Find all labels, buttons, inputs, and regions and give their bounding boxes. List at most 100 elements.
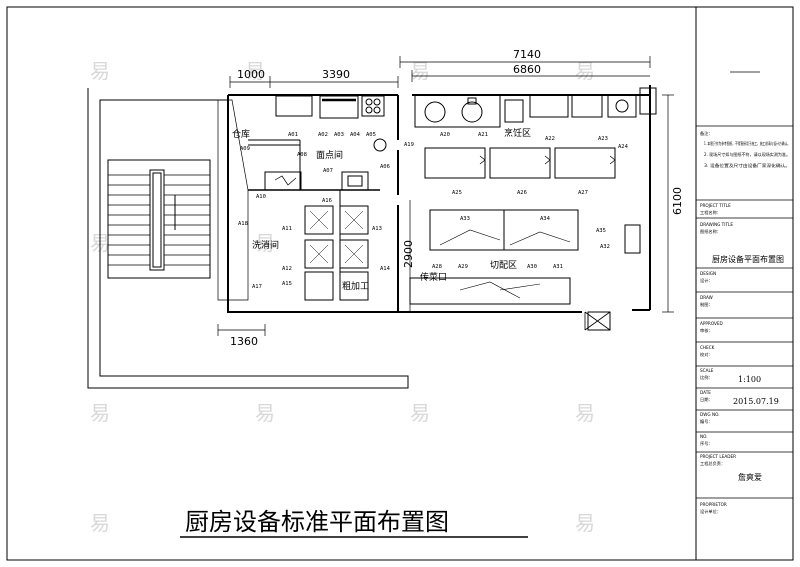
watermark: 易	[575, 59, 595, 83]
side-cabinet	[624, 224, 641, 254]
equipment-block	[607, 94, 637, 118]
equipment-tag: A06	[380, 164, 390, 170]
cooking-range	[414, 94, 501, 128]
equipment-tag: A33	[460, 216, 470, 222]
shelf-unit	[275, 95, 313, 117]
tb-label: NO.	[700, 434, 708, 439]
room-label-wash: 洗消间	[252, 239, 279, 251]
drawing-title: 厨房设备标准平面布置图	[185, 508, 449, 536]
equipment-tag: A01	[288, 132, 298, 138]
sink	[339, 205, 369, 235]
drawing-border	[6, 6, 794, 561]
equipment-tag: A34	[540, 216, 551, 222]
equipment-block	[571, 94, 603, 118]
dimension-label: 7140	[513, 48, 541, 61]
tb-label: DRAW	[700, 295, 713, 300]
tb-label: 图纸名称：	[700, 228, 721, 235]
tb-label: 工程总负责：	[700, 460, 725, 467]
note: 1. 本图只作为参考图纸，不得直接用于施工，施工前请与设计方确认。	[704, 140, 790, 147]
watermark: 易	[575, 401, 595, 425]
dimension-lines	[217, 56, 674, 336]
dimension-label: 1360	[230, 335, 258, 348]
sink	[304, 271, 334, 301]
equipment-block	[504, 99, 524, 123]
equipment-tag: A13	[372, 226, 382, 232]
tb-label: PROPRIETOR	[700, 502, 727, 507]
tb-label: DESIGN	[700, 271, 716, 276]
equipment-block	[361, 95, 385, 117]
tb-label: 工程名称：	[700, 209, 721, 216]
equipment-tags: A01 A02 A03 A04 A05 A09 A08 A07 A06 A10 …	[238, 132, 629, 290]
equipment-tag: A28	[432, 264, 442, 270]
room-label-snack: 面点间	[316, 149, 343, 161]
equipment-tag: A08	[297, 152, 307, 158]
floor-plan	[87, 85, 657, 389]
watermark: 易	[245, 59, 265, 83]
equipment-block	[341, 171, 369, 191]
work-counter	[424, 147, 486, 179]
sink	[304, 239, 334, 269]
equipment-tag: A24	[618, 144, 629, 150]
tb-label: APPROVED	[700, 321, 723, 326]
sink	[339, 239, 369, 269]
note: 3. 设备位置及尺寸由设备厂家深化确认。	[704, 162, 790, 169]
note: 2. 现场尺寸如与图纸不符，请以现场实测为准。	[704, 151, 790, 158]
equipment-block	[319, 95, 359, 119]
tb-label: 日期：	[700, 397, 713, 403]
stair-rail	[152, 172, 162, 268]
room-label-cooking: 烹饪区	[504, 127, 531, 139]
site-boundary	[87, 88, 409, 389]
tb-label: PROJECT LEADER	[700, 454, 736, 459]
equipment-tag: A35	[596, 228, 606, 234]
equipment-tag: A04	[350, 132, 361, 138]
room-label-cutting: 切配区	[490, 260, 517, 271]
kitchen-wall-left	[227, 95, 408, 313]
tb-label: 制图：	[700, 301, 713, 308]
room-label-pass: 传菜口	[420, 271, 447, 283]
steamer	[529, 94, 569, 118]
equipment-tag: A09	[240, 146, 250, 152]
equipment-tag: A23	[598, 136, 608, 142]
left-wall-section	[217, 99, 249, 301]
equipment-tag: A15	[282, 281, 292, 287]
equipment-tag: A25	[452, 190, 462, 196]
watermark: 易	[410, 401, 430, 425]
round-fixture	[373, 138, 387, 152]
watermark: 易	[90, 401, 110, 425]
watermark: 易	[90, 59, 110, 83]
equipment-tag: A07	[323, 168, 333, 174]
equipment-tag: A11	[282, 226, 292, 232]
watermark: 易	[90, 511, 110, 535]
work-counter	[554, 147, 616, 179]
equipment-tag: A03	[334, 132, 344, 138]
tb-label: 校对：	[700, 351, 713, 358]
equipment-tag: A29	[458, 264, 468, 270]
tb-label: DRAWING TITLE	[700, 222, 733, 227]
tb-label: 编号：	[700, 418, 713, 425]
tb-value: 厨房设备平面布置图	[712, 254, 784, 264]
sink	[304, 205, 334, 235]
dimension-label: 2900	[402, 240, 415, 268]
equipment-tag: A14	[380, 266, 391, 272]
equipment-tag: A30	[527, 264, 537, 270]
title-block	[696, 71, 793, 499]
tb-label: PROJECT TITLE	[700, 203, 731, 208]
equipment-tag: A26	[517, 190, 527, 196]
sink	[339, 271, 369, 301]
tb-value: 1:100	[738, 375, 761, 384]
equipment-tag: A21	[478, 132, 488, 138]
tb-value: 2015.07.19	[733, 397, 779, 406]
equipment-tag: A20	[440, 132, 450, 138]
entry-door-frame	[587, 311, 611, 331]
work-counter	[489, 147, 551, 179]
equipment-tag: A18	[238, 221, 248, 227]
dimension-label: 3390	[322, 68, 350, 81]
tb-label: 审核：	[700, 327, 713, 334]
equipment-tag: A02	[318, 132, 328, 138]
tb-label: CHECK	[700, 345, 715, 350]
equipment-tag: A19	[404, 142, 414, 148]
dimension-label: 6860	[513, 63, 541, 76]
watermark-layer: 易 易 易 易 易 易 易 易 易 易 易 易	[90, 59, 595, 535]
watermark: 易	[410, 59, 430, 83]
